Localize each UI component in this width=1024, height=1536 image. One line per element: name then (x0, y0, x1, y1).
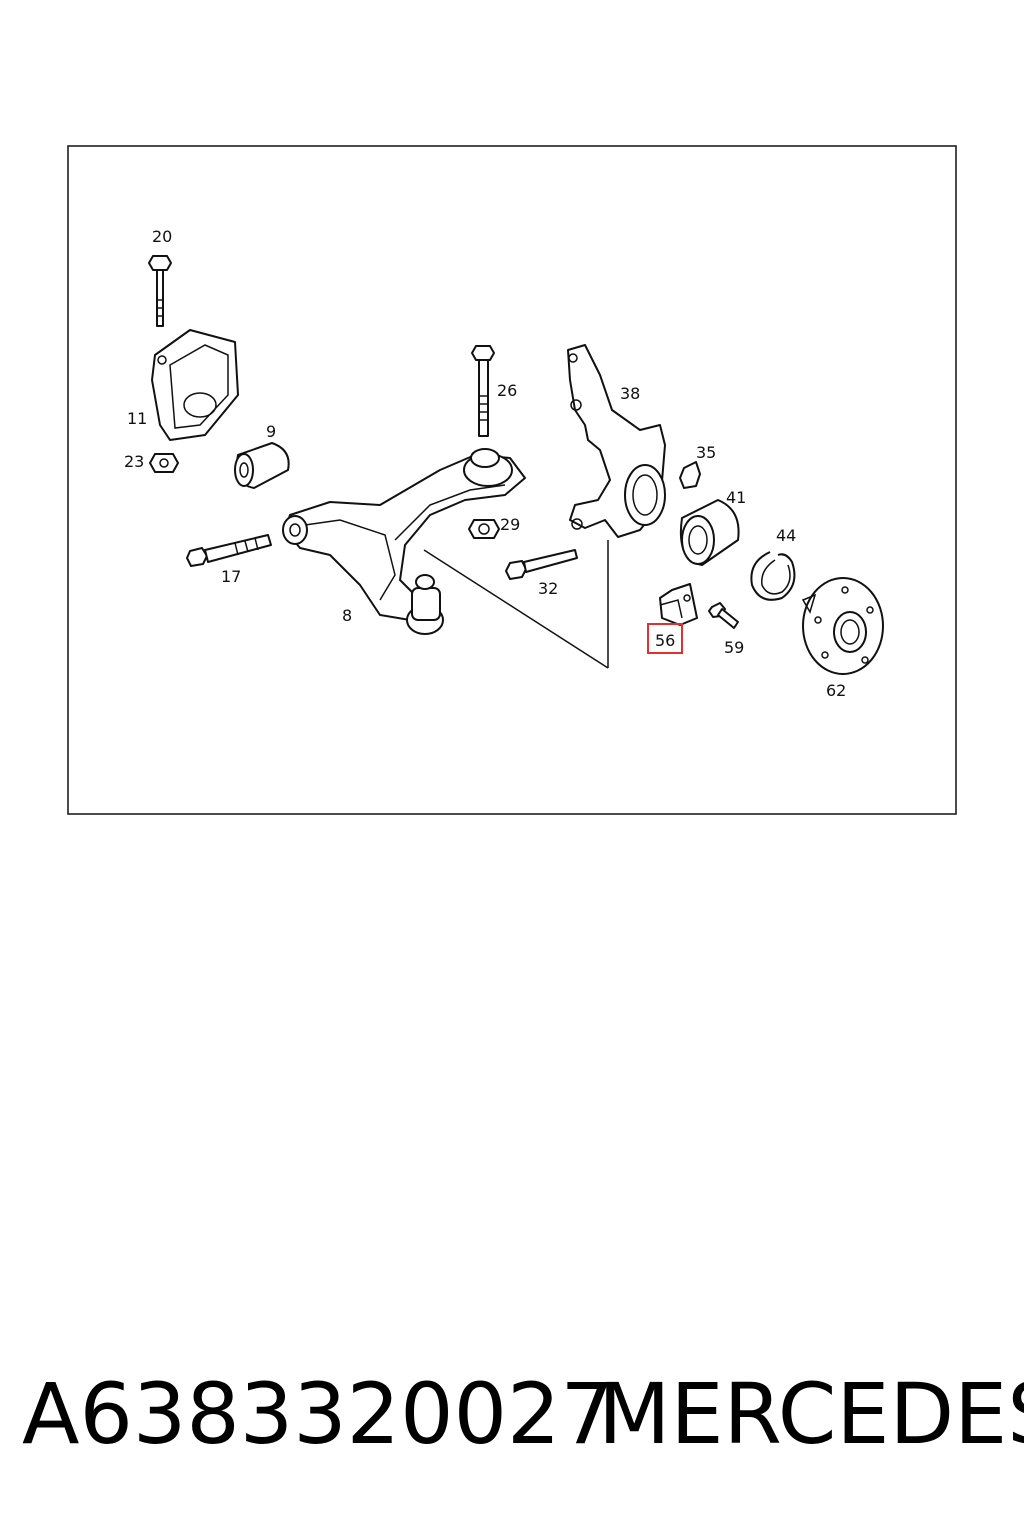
part-59-bolt (708, 602, 739, 629)
label-41: 41 (726, 488, 746, 507)
part-23-nut (149, 453, 179, 473)
leader-lines (423, 540, 609, 669)
label-29: 29 (500, 515, 520, 534)
diagram-frame (67, 145, 957, 815)
part-38-steering-knuckle (567, 344, 666, 538)
part-32-bolt (505, 549, 578, 580)
label-44: 44 (776, 526, 796, 545)
label-20: 20 (152, 227, 172, 246)
label-62: 62 (826, 681, 846, 700)
part-44-circlip (750, 551, 796, 601)
label-26: 26 (497, 381, 517, 400)
part-11-mount-bracket (151, 329, 239, 441)
label-32: 32 (538, 579, 558, 598)
exploded-parts-diagram: 20 11 23 9 26 38 35 41 44 29 17 32 8 56 … (67, 145, 957, 815)
part-8-control-arm (282, 448, 526, 635)
part-20-bolt (148, 255, 172, 327)
part-56-bracket (659, 583, 698, 626)
label-8: 8 (342, 606, 352, 625)
part-9-bushing (234, 442, 290, 489)
label-59: 59 (724, 638, 744, 657)
highlight-box (647, 623, 683, 654)
label-38: 38 (620, 384, 640, 403)
part-number: A6383320027 (22, 1365, 614, 1463)
part-29-nut (468, 519, 500, 539)
label-17: 17 (221, 567, 241, 586)
part-35-nut (679, 461, 701, 489)
label-11: 11 (127, 409, 147, 428)
part-26-bolt (471, 345, 495, 437)
part-62-wheel-hub (801, 577, 884, 675)
label-35: 35 (696, 443, 716, 462)
part-41-wheel-bearing (680, 499, 740, 566)
label-56: 56 (655, 631, 675, 650)
label-9: 9 (266, 422, 276, 441)
label-23: 23 (124, 452, 144, 471)
part-17-bolt (186, 534, 272, 567)
brand-name: MERCEDES (598, 1365, 1024, 1463)
